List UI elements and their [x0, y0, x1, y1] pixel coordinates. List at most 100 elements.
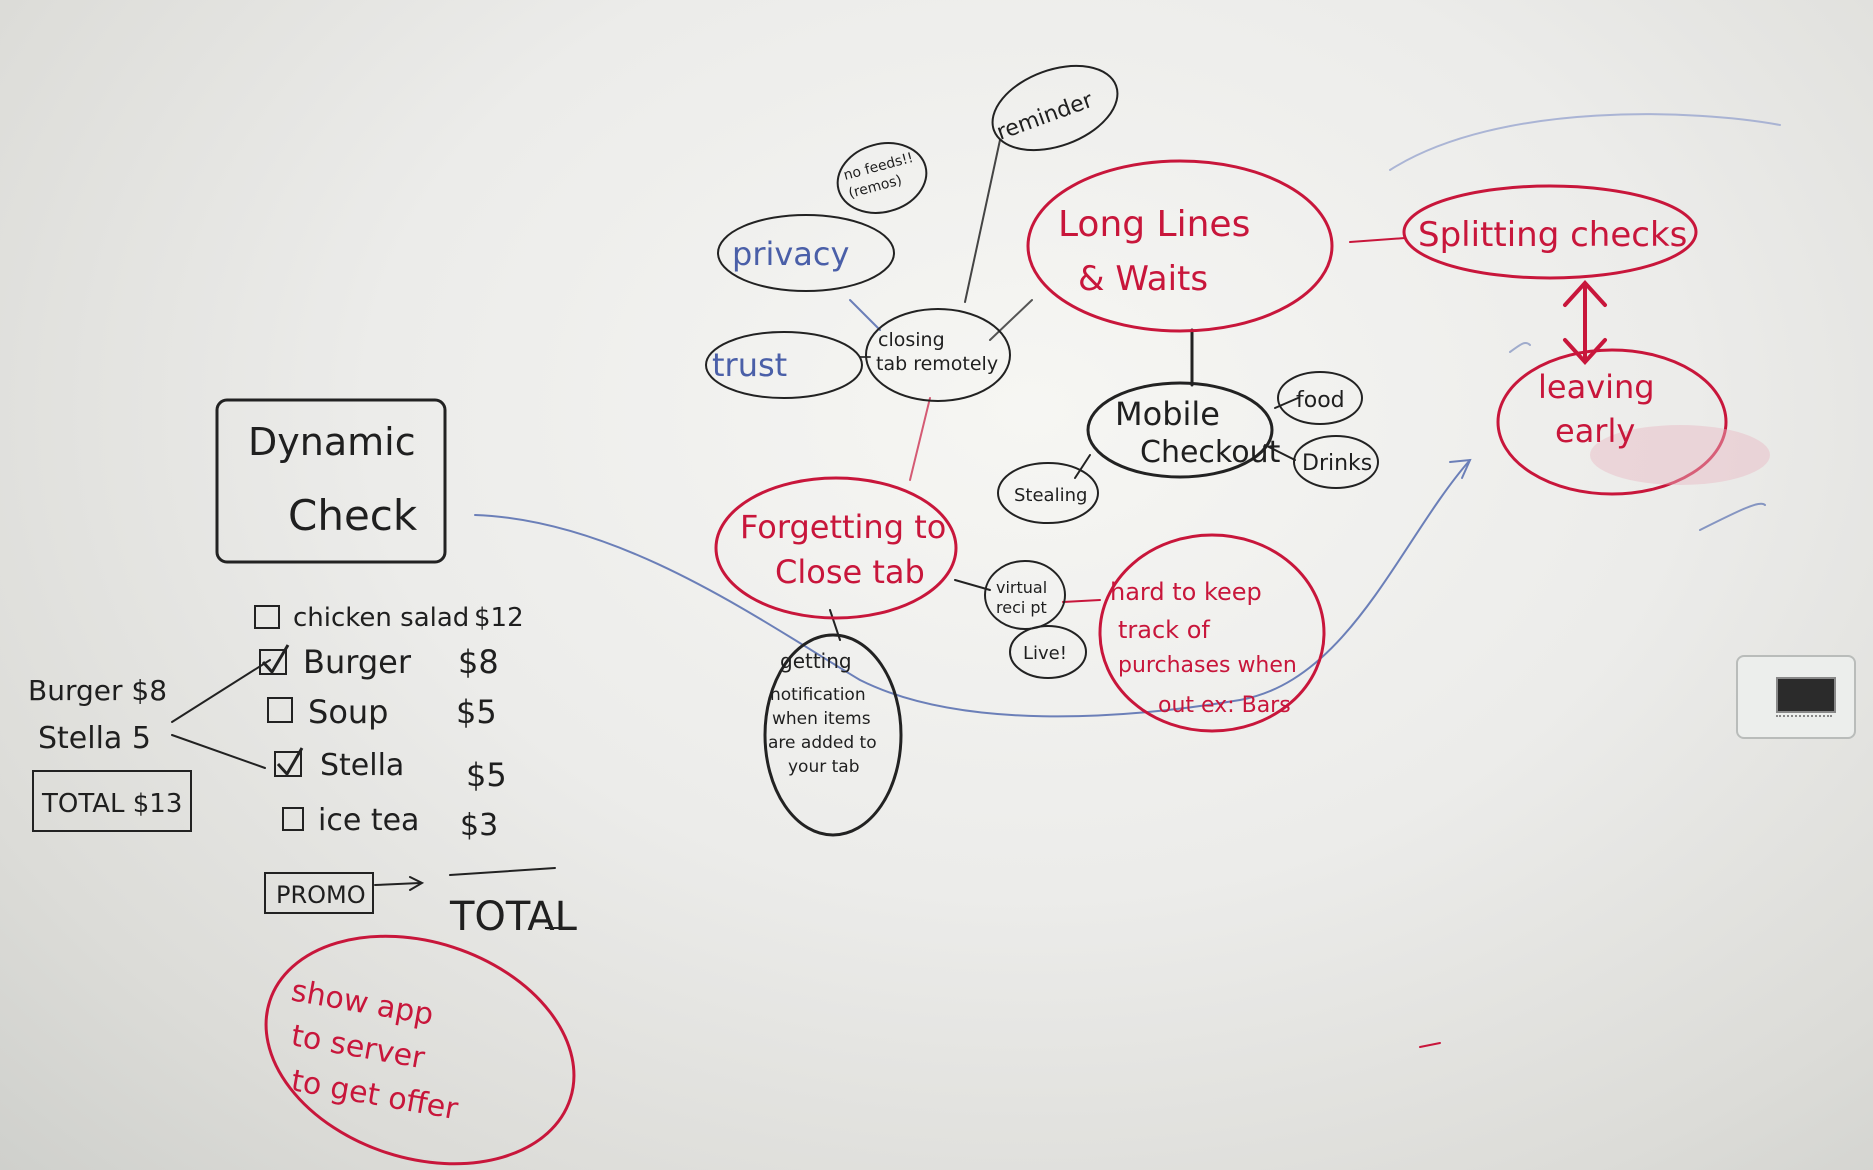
- node-virtual-receipt-text-1: virtual: [996, 578, 1047, 597]
- line-mobile-food: [1274, 397, 1299, 409]
- node-getting-text-1: getting: [780, 649, 852, 673]
- node-food-text: food: [1296, 388, 1345, 413]
- checkmark-burger: [261, 644, 290, 675]
- line-virtual-hardtokeep: [1062, 599, 1101, 603]
- node-virtual-receipt: [984, 560, 1066, 630]
- line-reminder: [964, 139, 1001, 303]
- node-reminder: [991, 64, 1119, 152]
- node-getting-text-5: your tab: [788, 757, 860, 777]
- line-closing-longlines: [989, 299, 1033, 341]
- line-longlines-splitting: [1349, 237, 1406, 243]
- show-app-bubble: [264, 934, 576, 1166]
- node-closing-tab-text-1: closing: [878, 329, 945, 351]
- item-ice-tea-price: $3: [460, 808, 498, 843]
- node-getting-notification: [763, 633, 903, 837]
- node-privacy-text: privacy: [732, 235, 849, 273]
- node-virtual-receipt-text-2: reci pt: [996, 598, 1047, 617]
- blue-swoosh-bottom: [1699, 502, 1766, 531]
- node-mobile-checkout: [1086, 381, 1274, 479]
- node-getting-text-3: when items: [772, 709, 871, 729]
- node-leaving-early: [1496, 348, 1728, 496]
- node-hard-to-keep-text-4: out ex: Bars: [1158, 693, 1291, 718]
- checkbox-stella[interactable]: [274, 751, 302, 777]
- node-live: [1009, 625, 1087, 679]
- connector-lines: [171, 113, 1781, 1048]
- node-drinks-text: Drinks: [1302, 451, 1372, 476]
- receipt-total: TOTAL $13: [41, 789, 182, 819]
- node-drinks: [1293, 435, 1379, 489]
- checkbox-soup[interactable]: [267, 697, 293, 723]
- checkbox-chicken-salad[interactable]: [254, 605, 280, 629]
- checkmark-stella: [276, 747, 304, 777]
- node-hard-to-keep-text-3: purchases when: [1118, 653, 1297, 678]
- receipt-group: Burger $8 Stella 5 TOTAL $13: [28, 674, 192, 832]
- node-no-feeds: [836, 142, 928, 214]
- item-ice-tea-label: ice tea: [318, 803, 419, 838]
- item-burger-label: Burger: [303, 643, 412, 681]
- blue-arrowhead: [1449, 458, 1472, 479]
- promo-arrow: [374, 882, 421, 886]
- node-privacy: [717, 214, 895, 292]
- item-burger-price: $8: [458, 643, 499, 681]
- node-stealing: [997, 462, 1099, 524]
- dynamic-check-group: Dynamic Check chicken salad $12 Burger $…: [215, 398, 578, 940]
- line-mobile-drinks: [1264, 444, 1296, 461]
- blue-swoosh-top: [1389, 113, 1781, 171]
- line-closing-forgetting: [909, 397, 931, 481]
- thermostat-buttons: [1776, 715, 1832, 723]
- node-forgetting-text-1: Forgetting to: [740, 508, 946, 546]
- dynamic-check-title-1: Dynamic: [248, 420, 416, 464]
- dynamic-check-box: [215, 398, 447, 564]
- receipt-line-2: Stella 5: [38, 721, 151, 756]
- checkbox-burger[interactable]: [259, 649, 287, 675]
- item-soup-price: $5: [456, 693, 497, 731]
- node-trust: [705, 331, 863, 399]
- thermostat-screen: [1776, 677, 1836, 713]
- blue-flow-line: [474, 459, 1471, 718]
- node-long-lines-text-1: Long Lines: [1058, 204, 1250, 245]
- node-hard-to-keep-text-1: hard to keep: [1110, 578, 1262, 606]
- node-mobile-checkout-text-2: Checkout: [1140, 435, 1281, 470]
- double-arrow-top: [1563, 280, 1607, 307]
- receipt-total-box: [32, 770, 192, 832]
- promo-arrowhead: [409, 876, 425, 891]
- line-privacy: [849, 299, 881, 331]
- node-closing-tab: [865, 308, 1011, 402]
- item-stella-label: Stella: [320, 748, 404, 783]
- node-long-lines: [1026, 159, 1334, 333]
- line-mobile-stealing: [1074, 454, 1091, 479]
- node-stealing-text: Stealing: [1014, 485, 1087, 506]
- line-receipt-stella: [171, 734, 266, 769]
- node-splitting-checks-text: Splitting checks: [1418, 215, 1687, 255]
- item-chicken-salad-label: chicken salad: [293, 603, 469, 633]
- line-forgetting-virtual: [954, 579, 991, 591]
- node-hard-to-keep: [1098, 533, 1326, 733]
- node-food: [1277, 371, 1363, 425]
- receipt-line-1: Burger $8: [28, 674, 167, 707]
- node-leaving-early-text-1: leaving: [1538, 368, 1655, 406]
- node-getting-text-2: notification: [770, 685, 866, 705]
- checkbox-ice-tea[interactable]: [282, 807, 304, 831]
- node-live-text: Live!: [1023, 643, 1067, 664]
- node-leaving-early-text-2: early: [1555, 412, 1635, 450]
- red-smudge: [1590, 425, 1770, 485]
- node-hard-to-keep-text-2: track of: [1118, 616, 1210, 644]
- total-label: TOTAL: [449, 894, 578, 940]
- node-mobile-checkout-text-1: Mobile: [1115, 395, 1220, 433]
- total-overline: [449, 867, 556, 876]
- line-receipt-burger: [171, 659, 271, 723]
- node-splitting-checks: [1402, 184, 1698, 280]
- node-getting-text-4: are added to: [768, 733, 877, 753]
- dynamic-check-title-2: Check: [288, 491, 418, 540]
- thermostat: [1736, 655, 1856, 739]
- item-stella-price: $5: [466, 756, 507, 794]
- promo-box[interactable]: [264, 872, 374, 914]
- promo-label: PROMO: [276, 881, 366, 909]
- mindmap-group: reminder no feeds!! (remos) privacy trus…: [705, 64, 1770, 837]
- red-tick: [1419, 1042, 1441, 1048]
- node-trust-text: trust: [712, 346, 787, 384]
- show-app-line-3: to get offer: [289, 1063, 461, 1127]
- blue-tick: [1509, 342, 1531, 353]
